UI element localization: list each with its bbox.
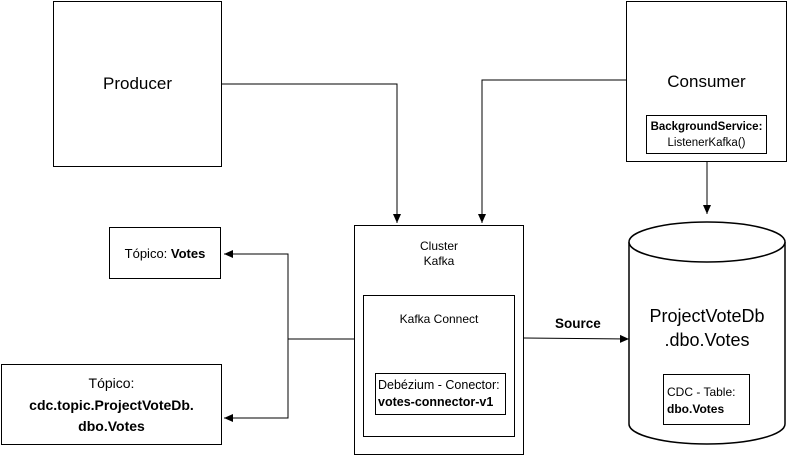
consumer-box: Consumer BackgroundService: ListenerKafk…: [626, 1, 787, 162]
debezium-connector-label: Debézium - Conector:: [378, 378, 500, 392]
background-service-label: BackgroundService:: [650, 121, 763, 133]
cluster-label: Cluster: [419, 239, 458, 253]
arrow-producer-to-cluster: [222, 83, 401, 223]
listener-method-label: ListenerKafka(): [667, 137, 746, 149]
arrow-cluster-to-topic-cdc: [224, 339, 289, 422]
topic-cdc-prefix: Tópico:: [88, 375, 135, 391]
kafka-connect-label: Kafka Connect: [399, 312, 479, 326]
cdc-table-box: CDC - Table: dbo.Votes: [663, 374, 750, 425]
database-name-line1: ProjectVoteDb: [649, 306, 765, 326]
consumer-label: Consumer: [667, 72, 746, 91]
background-service-box: BackgroundService: ListenerKafka(): [646, 115, 767, 154]
kafka-connect-box: Kafka Connect Debézium - Conector: votes…: [363, 295, 515, 437]
topic-votes-label: Tópico: Votes: [110, 246, 220, 261]
producer-label: Producer: [103, 74, 172, 93]
topic-cdc-box: Tópico: cdc.topic.ProjectVoteDb. dbo.Vot…: [1, 364, 222, 445]
topic-cdc-name-line1: cdc.topic.ProjectVoteDb.: [29, 397, 194, 413]
kafka-label: Kafka: [423, 254, 455, 268]
topic-cdc-name-line2: dbo.Votes: [78, 418, 145, 434]
debezium-connector-box: Debézium - Conector: votes-connector-v1: [375, 373, 506, 415]
source-label: Source: [555, 316, 601, 331]
arrow-consumer-to-cluster: [478, 79, 626, 223]
cdc-table-name: dbo.Votes: [667, 402, 725, 416]
database-name-line2: .dbo.Votes: [664, 330, 750, 350]
topic-votes-box: Tópico: Votes: [109, 227, 221, 279]
connector-name-label: votes-connector-v1: [378, 395, 494, 409]
topic-votes-name: Votes: [170, 246, 206, 261]
arrow-cluster-to-database: [523, 334, 630, 343]
producer-box: Producer: [53, 1, 222, 167]
topic-votes-prefix: Tópico:: [124, 246, 171, 261]
arrow-cluster-to-topic-votes: [224, 250, 354, 340]
cdc-table-label: CDC - Table:: [667, 385, 736, 399]
cluster-kafka-box: Cluster Kafka Kafka Connect Debézium - C…: [354, 225, 524, 455]
